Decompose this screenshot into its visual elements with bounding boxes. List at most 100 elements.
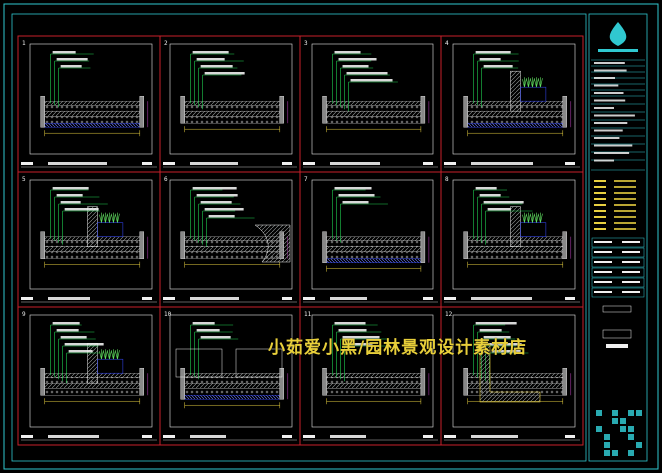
construction-layer <box>326 246 422 252</box>
detail-panel-3: 3 <box>299 35 442 173</box>
sheet-inner-border <box>11 13 587 462</box>
title-block-text <box>594 122 628 124</box>
annotation-text <box>56 58 88 61</box>
caption-title <box>190 297 239 300</box>
annotation-text <box>64 208 99 211</box>
annotation-text <box>479 329 502 332</box>
annotation-text <box>204 72 245 75</box>
stamp-row <box>591 287 645 298</box>
detail-panel-9: 9 <box>17 306 161 446</box>
construction-layer <box>44 246 141 252</box>
stamp-label <box>594 291 612 293</box>
edge-stone <box>279 95 284 124</box>
annotation-text <box>342 336 380 339</box>
detail-panel-8: 8 <box>440 171 584 308</box>
annotation-text <box>200 201 232 204</box>
plant-symbol <box>530 212 535 223</box>
edge-stone <box>139 231 145 259</box>
detail-panel-11: 11 <box>299 306 442 446</box>
plant-symbol <box>538 212 543 223</box>
legend-text <box>614 228 636 230</box>
title-block-text <box>594 152 630 154</box>
plant-symbol <box>99 349 104 360</box>
company-mark-cell <box>604 450 610 456</box>
annotation-text <box>56 194 83 197</box>
stamp-row <box>591 267 645 278</box>
detail-frame <box>29 314 153 428</box>
plant-symbol <box>111 349 116 360</box>
edge-stone <box>463 368 468 396</box>
detail-panel-6: 6 <box>159 171 301 308</box>
annotation-text <box>346 72 388 75</box>
title-block-frame <box>588 13 648 462</box>
panel-frame <box>440 306 584 446</box>
edge-stone <box>40 231 45 259</box>
construction-layer <box>326 388 422 396</box>
panel-number: 1 <box>22 40 26 47</box>
construction-layer <box>326 110 422 117</box>
edge-stone <box>40 368 45 396</box>
panel-number: 6 <box>164 176 168 183</box>
title-block-text <box>594 107 614 109</box>
caption-scale <box>423 297 433 300</box>
construction-layer <box>184 115 281 124</box>
edge-stone <box>562 231 567 259</box>
detail-frame <box>169 43 293 155</box>
legend-mark <box>594 216 606 218</box>
edge-stone <box>139 95 145 128</box>
stamp-value <box>622 251 640 253</box>
legend-text <box>614 186 636 188</box>
company-mark-cell <box>636 410 642 416</box>
caption-index <box>21 297 33 300</box>
annotation-text <box>338 58 377 61</box>
construction-layer <box>44 383 141 389</box>
annotation-text <box>68 350 93 353</box>
edge-stone <box>180 95 185 124</box>
annotation-text <box>334 51 361 54</box>
stamp-value <box>622 271 640 273</box>
legend-text <box>614 216 636 218</box>
detail-panel-2: 2 <box>159 35 301 173</box>
sheet-outer-border <box>3 3 659 470</box>
caption-title <box>471 435 518 438</box>
caption-title <box>330 435 366 438</box>
caption-title <box>330 297 367 300</box>
detail-panel-12: 12 <box>440 306 584 446</box>
detail-frame <box>311 179 434 290</box>
caption-scale <box>142 297 152 300</box>
caption-scale <box>142 162 152 165</box>
construction-layer <box>184 246 281 252</box>
stamp-value <box>622 241 640 243</box>
construction-layer <box>467 251 564 259</box>
stamp-row <box>591 247 645 258</box>
plant-symbol <box>103 212 108 223</box>
slope-embankment <box>254 224 291 263</box>
sheet-no-text <box>606 344 628 348</box>
caption-title <box>471 297 532 300</box>
title-block-text <box>594 137 620 139</box>
plant-symbol <box>111 212 116 223</box>
annotation-text <box>56 329 79 332</box>
construction-layer <box>44 115 141 124</box>
caption-scale <box>423 435 433 438</box>
detail-panel-4: 4 <box>440 35 584 173</box>
stamp-value <box>622 291 640 293</box>
plant-symbol <box>530 77 535 88</box>
annotation-text <box>196 329 220 332</box>
annotation-text <box>52 322 80 325</box>
caption-title <box>190 162 238 165</box>
scale-box <box>602 305 632 313</box>
detail-frame <box>452 314 576 428</box>
caption-index <box>303 162 315 165</box>
edge-stone <box>139 368 145 396</box>
sheet-no-box <box>602 329 632 339</box>
annotation-text <box>483 65 513 68</box>
panel-number: 10 <box>164 311 172 318</box>
company-mark-cell <box>628 426 634 432</box>
logo-drop-icon <box>609 22 627 46</box>
retaining-wall <box>510 70 521 112</box>
plant-symbol <box>522 77 527 88</box>
detail-panel-1: 1 <box>17 35 161 173</box>
